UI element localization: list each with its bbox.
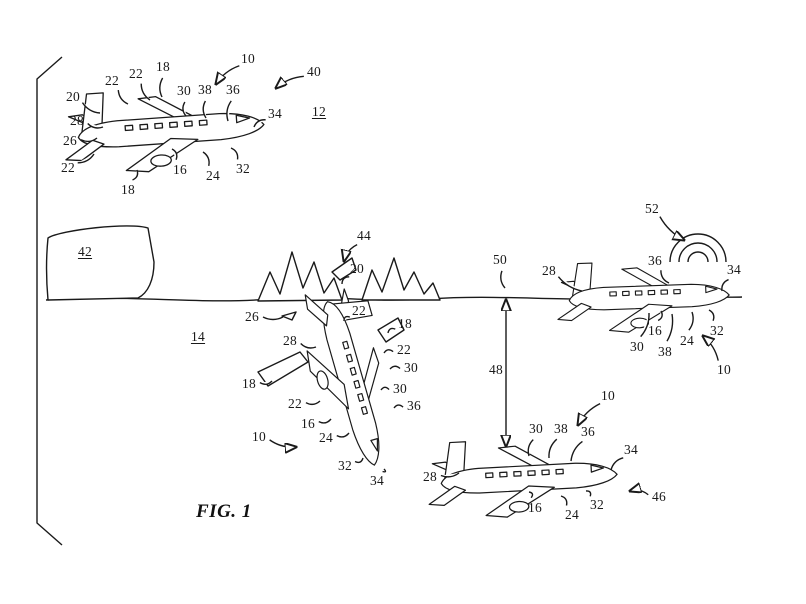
leader-line-38	[666, 313, 674, 342]
left-bracket	[36, 56, 63, 546]
leader-line-18	[387, 327, 396, 334]
aircraft-sunken-icon	[425, 433, 620, 522]
leader-line-38	[548, 438, 558, 459]
leader-line-16	[318, 418, 332, 424]
leader-line-16	[171, 148, 178, 160]
leader-line-24	[688, 311, 694, 331]
leader-line-52	[659, 216, 684, 240]
leader-line-22	[77, 153, 95, 164]
leader-line-36	[570, 440, 583, 462]
aircraft-flying-icon	[60, 81, 268, 179]
leader-line-24	[336, 432, 350, 438]
leader-line-18	[159, 77, 164, 98]
leader-line-30	[380, 386, 390, 391]
leader-line-46	[630, 490, 649, 496]
leader-line-32	[230, 147, 239, 160]
leader-line-10	[578, 403, 601, 425]
leader-line-20	[341, 276, 350, 285]
leader-line-40	[276, 75, 304, 88]
aircraft-crashing-icon	[289, 278, 413, 476]
leader-line-32	[585, 490, 592, 497]
leader-line-36	[660, 270, 670, 284]
leader-line-30	[527, 439, 534, 457]
leader-line-24	[202, 151, 210, 166]
leader-line-28	[300, 342, 317, 349]
floating-object-shape	[45, 225, 155, 301]
leader-line-38	[202, 100, 207, 119]
leader-lines	[77, 65, 729, 506]
leader-line-10	[216, 65, 240, 84]
leader-line-34	[382, 468, 387, 473]
leader-line-22	[343, 315, 351, 322]
leader-line-36	[393, 404, 404, 409]
leader-line-22	[117, 89, 129, 105]
aircraft-surface-icon	[555, 257, 731, 336]
leader-line-22	[140, 83, 151, 101]
leader-line-28	[557, 276, 583, 292]
leader-line-26	[262, 316, 284, 321]
leader-line-30	[389, 365, 401, 370]
leader-line-30	[640, 312, 650, 338]
leader-line-28	[440, 472, 460, 478]
leader-line-28	[87, 122, 104, 129]
leader-line-24	[560, 495, 568, 506]
signal-waves-icon	[669, 233, 727, 263]
leader-line-16	[657, 310, 663, 322]
leader-line-20	[81, 102, 101, 114]
leader-line-22	[305, 400, 321, 406]
leader-line-22	[383, 349, 394, 354]
leader-line-10	[269, 439, 296, 447]
leader-line-32	[708, 309, 715, 321]
leader-line-34	[610, 457, 624, 471]
leader-line-10	[703, 336, 719, 361]
water-splash	[257, 251, 441, 302]
leader-line-44	[344, 243, 358, 261]
leader-line-18	[259, 380, 273, 386]
debris-fragments	[257, 257, 405, 387]
leader-line-16	[528, 491, 534, 499]
leader-line-26	[80, 137, 98, 143]
leader-line-34	[721, 278, 729, 292]
leader-line-30	[182, 101, 187, 117]
leader-line-32	[354, 457, 364, 464]
leader-line-36	[226, 100, 232, 122]
leader-line-50	[500, 270, 506, 289]
leader-line-34	[253, 119, 266, 128]
leader-line-18	[132, 169, 139, 181]
